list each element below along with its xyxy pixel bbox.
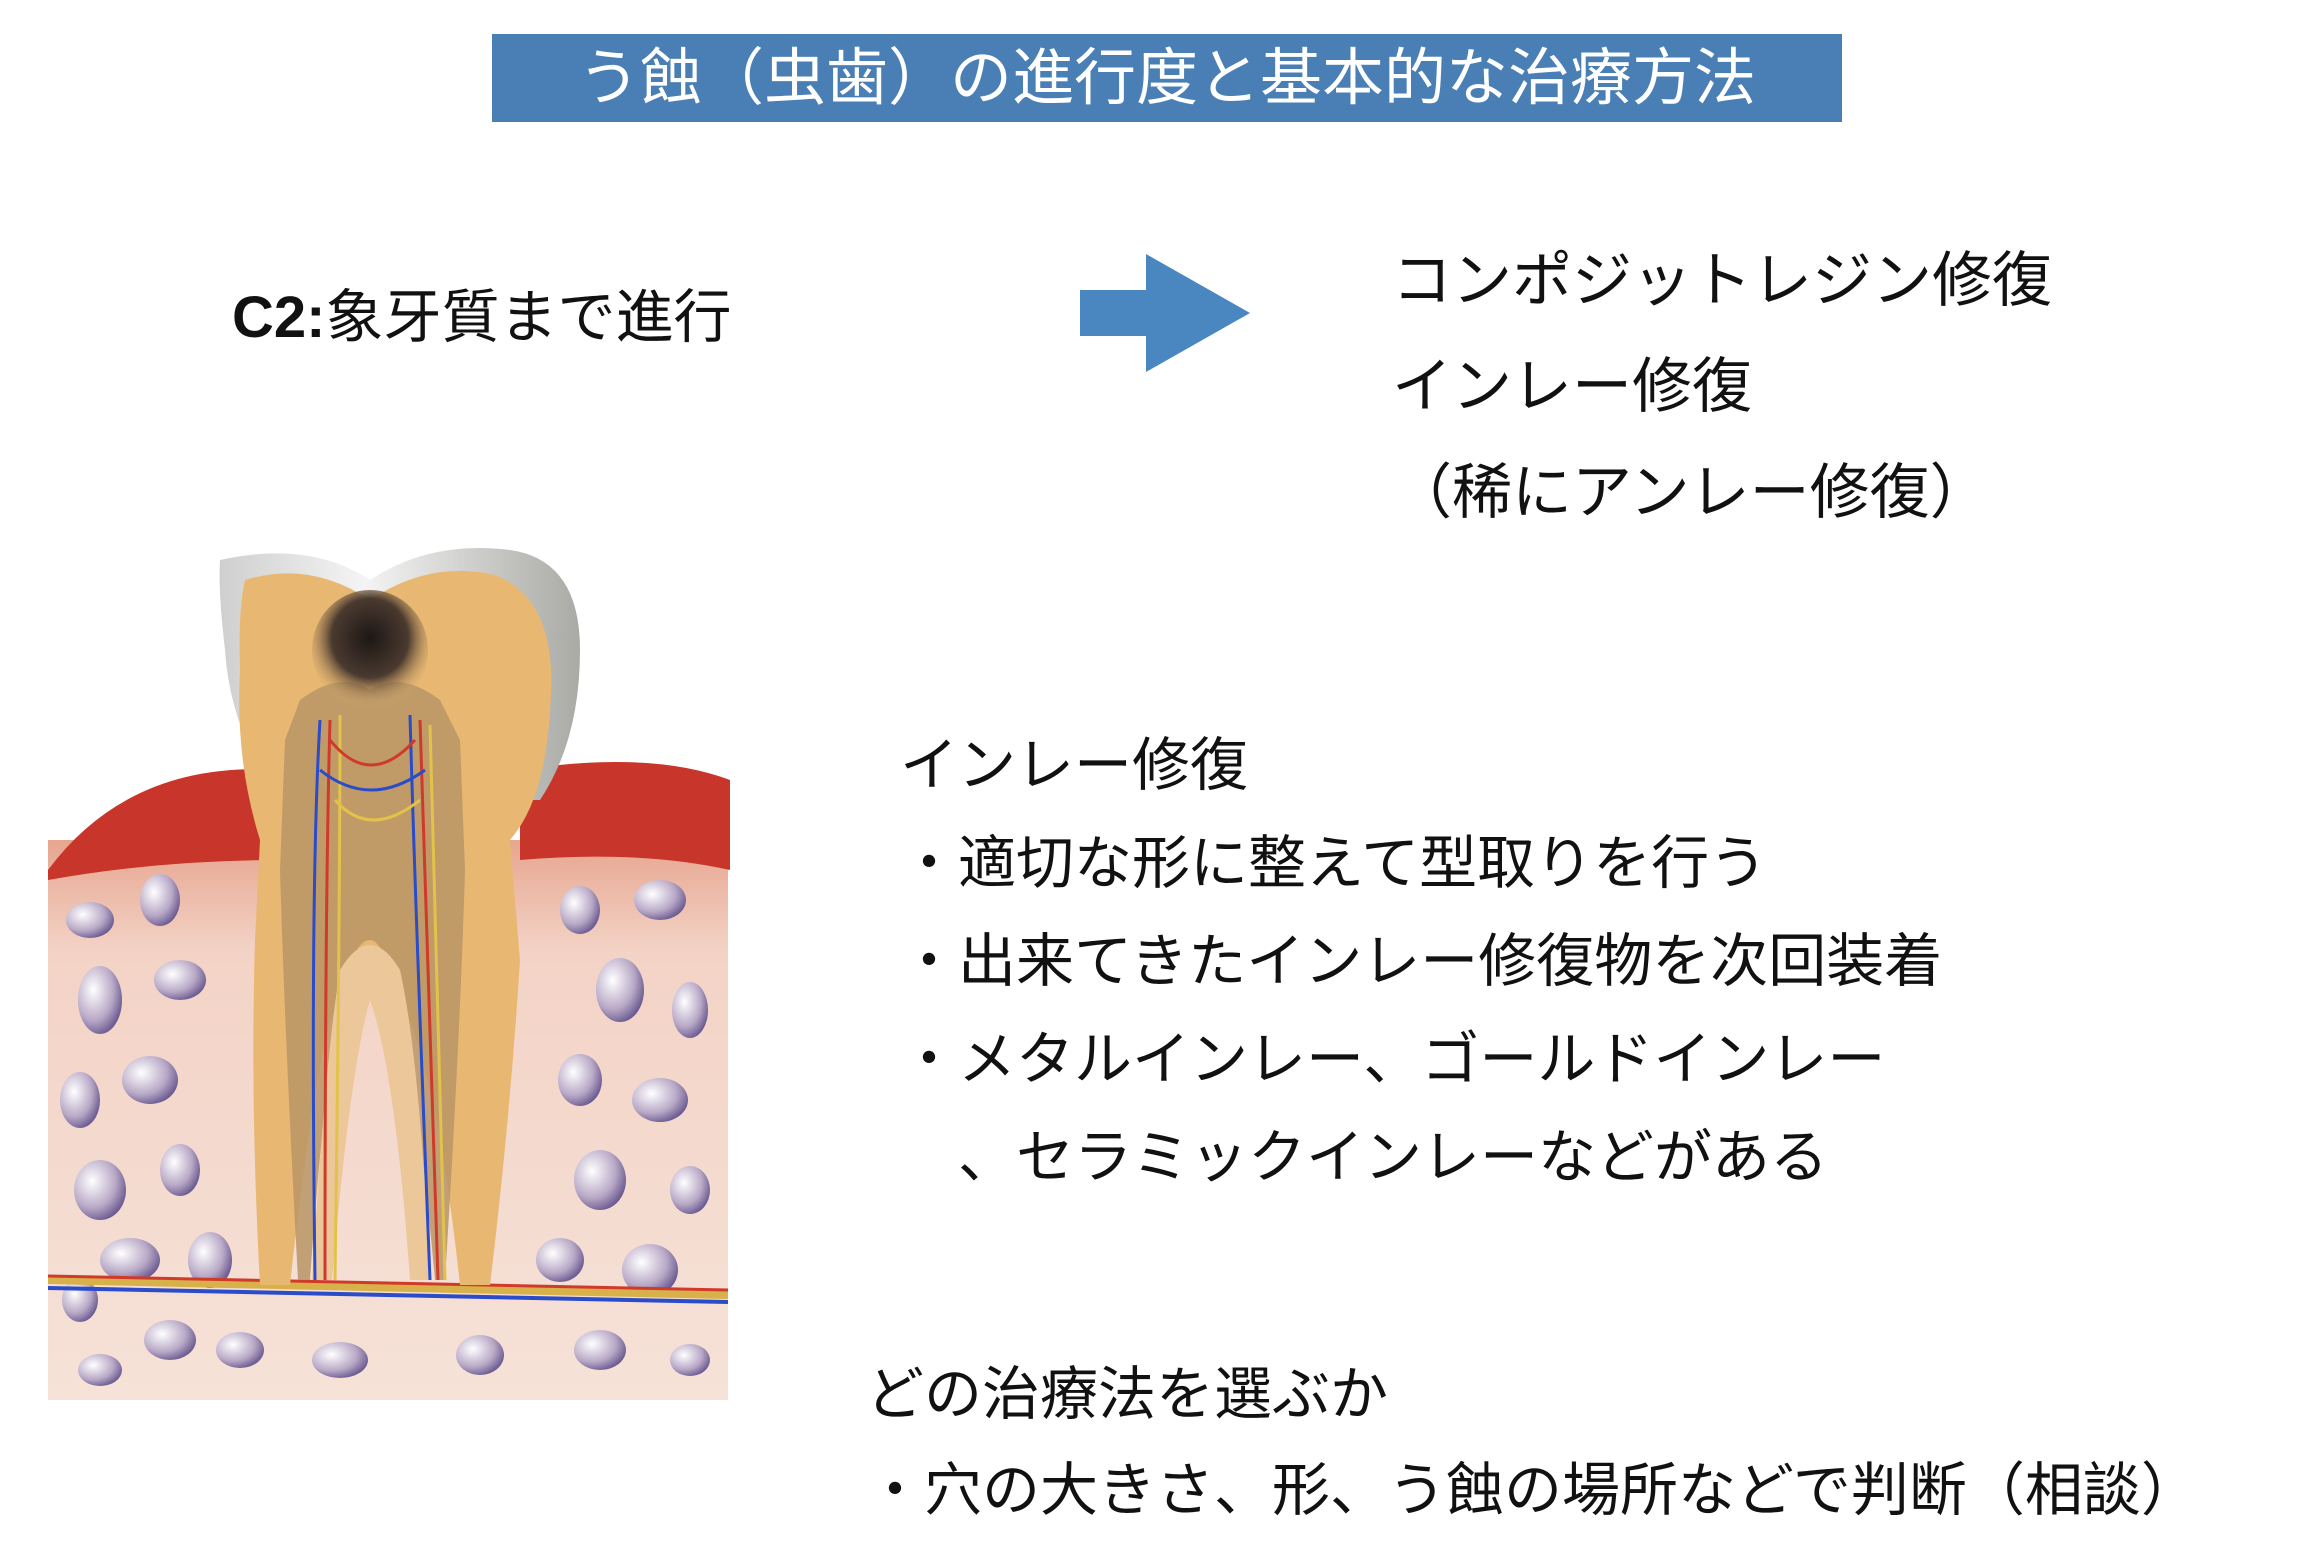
inlay-heading: インレー修復 — [900, 731, 1249, 799]
choose-heading: どの治療法を選ぶか — [866, 1360, 1389, 1428]
inlay-point: ・適切な形に整えて型取りを行う — [900, 829, 1768, 897]
inlay-point: ・出来てきたインレー修復物を次回装着 — [900, 927, 1943, 995]
treatment-option: コンポジットレジン修復 — [1392, 246, 2052, 316]
treatment-option: インレー修復 — [1392, 352, 1752, 422]
page-title: う蝕（虫歯）の進行度と基本的な治療方法 — [492, 34, 1842, 122]
inlay-point: 、セラミックインレーなどがある — [900, 1123, 1829, 1191]
stage-description: 象牙質まで進行 — [325, 285, 732, 350]
stage-code: C2: — [232, 285, 326, 350]
tooth-cross-section-illustration — [47, 548, 730, 1400]
treatment-option: （稀にアンレー修復） — [1392, 458, 1990, 528]
choose-section: どの治療法を選ぶか ・穴の大きさ、形、う蝕の場所などで判断（相談） — [866, 1346, 2199, 1538]
right-arrow-icon — [1080, 254, 1250, 372]
inlay-section: インレー修復 ・適切な形に整えて型取りを行う ・出来てきたインレー修復物を次回装… — [900, 716, 1942, 1206]
caries-stage: C2:象牙質まで進行 — [232, 270, 731, 354]
treatment-options: コンポジットレジン修復 インレー修復 （稀にアンレー修復） — [1392, 228, 2052, 546]
choose-point: ・穴の大きさ、形、う蝕の場所などで判断（相談） — [866, 1456, 2199, 1524]
inlay-point: ・メタルインレー、ゴールドインレー — [900, 1025, 1886, 1093]
